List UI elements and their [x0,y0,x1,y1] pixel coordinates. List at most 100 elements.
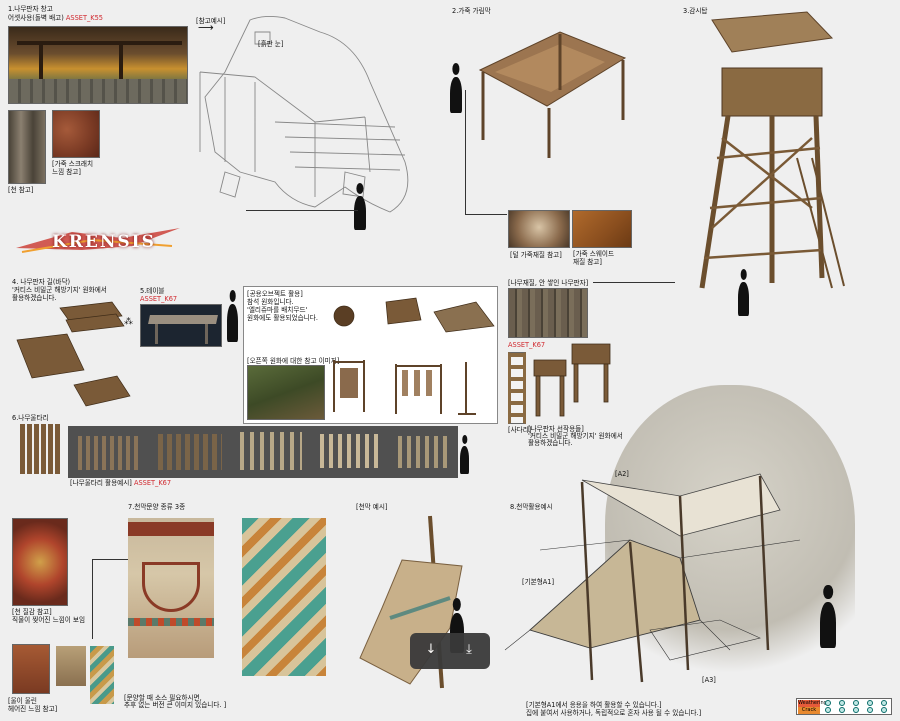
suede-ref-label: [가죽 스웨이드 재질 참고] [573,250,615,266]
wooden-storage-photo [8,26,188,104]
fence-gate-illustration [20,424,60,474]
legend-dot [839,700,845,706]
s5-title: 5.테이블 [140,287,165,295]
plank-asset-code: ASSET_K67 [508,341,546,349]
s1-asset-code: ASSET_K55 [65,14,103,22]
banner-brown [128,518,214,658]
cloth-photo [8,110,46,184]
common-objects-illustration [333,297,495,415]
legend-dot [867,700,873,706]
suede-photo [572,210,632,248]
plank-photo [508,288,588,338]
tent-a3-label: [A3] [702,676,716,684]
bird-icon: ⁂ [124,317,133,327]
connector-line [593,282,675,283]
common-line-2: '엘리쥬마를 배치무드' [247,306,308,314]
person-silhouette-icon [460,446,469,474]
s6-asset-code: ASSET_K67 [133,479,172,487]
s8-title: 8.천막활용예시 [510,503,553,511]
leather-shelter-illustration [478,31,627,158]
download-icon[interactable]: ↓ [425,642,437,657]
lookout-platform-illustration [533,343,611,417]
leather-ref-label: [가죽 스크래치 느낌 참고] [52,160,94,176]
connector-line [246,210,358,211]
watchtower-illustration [699,11,845,289]
common-line-3: 원화에도 활용되었습니다. [247,314,318,322]
common-line-1: 참석 원화입니다. [247,298,294,306]
s1-title: 1.나무판자 창고 [8,5,53,13]
fit-to-screen-icon[interactable]: ⤓ [466,642,472,657]
s1-subtitle-text: 어셋사용(돌벽 배고) [8,14,64,22]
tent-a1-label: [기본형A1] [522,578,555,586]
person-silhouette-icon [450,77,462,113]
carpet-ref-label: [천 질감 참고] [12,608,52,616]
legend-dot [853,707,859,713]
pattern-note-2: 추후 없는 버전 큰 이미지 있습니다. ] [124,701,227,709]
legend-dot [853,700,859,706]
sketch-note: [흙판 눈] [258,40,284,48]
fur-photo [508,210,570,248]
plank-note-3: 활용하겠습니다. [528,439,573,447]
fence-strip [68,426,458,478]
legend-dot [881,700,887,706]
leather-photo [52,110,100,158]
ladder-label: [사다리] [508,426,532,434]
ladder-illustration [508,352,526,424]
legend-dot [881,707,887,713]
person-silhouette-icon [738,282,749,316]
worn-ref-label: [울이 울린 헤어진 느낌 참고] [8,697,58,713]
connector-line [92,559,130,560]
s6-title: 6.나무울타리 [12,414,49,422]
connector-line [92,559,93,639]
small-banner-2 [90,646,114,704]
plank-note-2: '커티스 비밀군 해방기지' 원화에서 [528,432,623,440]
material-legend: Weathering Crack [796,698,892,715]
common-sub: [오픈쪽 원화에 대한 참고 이미지] [247,357,340,365]
legend-crack: Crack [798,707,820,714]
tent-usage-illustration [504,473,801,683]
carpet-note: 직물이 찢어진 느낌이 보임 [12,616,86,624]
s4-desc-2: 활용하겠습니다. [12,294,57,302]
legend-dot [867,707,873,713]
tent-example-label: [천막 예시] [356,503,388,511]
connector-line [465,214,507,215]
common-title: [공용오브젝트 활용] [247,290,303,298]
tent-a2-label: [A2] [615,470,629,478]
plank-note-1: [나무판자 선작용들] [528,425,584,433]
image-viewer-controls: ↓ ⤓ [410,633,490,669]
s4-title: 4. 나무판자 길(바닥) [12,278,71,286]
connector-line [465,90,466,214]
legend-dot [825,707,831,713]
plank-title: [나무재질, 안 쌓인 나무판자] [508,279,589,287]
ref-example-label: [참고예시] [196,17,226,25]
small-banner-1 [56,646,86,686]
logo-text: KRENSIS [52,232,156,252]
s8-note-2: 집에 붙여서 사용하거나, 독립적으로 혼자 사용 될 수 있습니다.] [526,709,702,717]
cloth-ref-label: [천 참고] [8,186,34,194]
table-photo [140,304,222,347]
s2-title: 2.가죽 가림막 [452,7,491,15]
arrow-right-icon: ⟶ [198,21,214,34]
pattern-note-1: [문양할 때 소스 필요하시면, [124,694,202,702]
legend-dot [825,700,831,706]
carpet-photo [12,518,68,606]
s7-title: 7.천막문양 종류 3종 [128,503,186,511]
person-silhouette-icon [820,602,836,648]
drying-rack-photo [247,365,325,420]
common-object-panel: [공용오브젝트 활용] 참석 원화입니다. '엘리쥬마를 배치무드' 원화에도 … [243,286,498,424]
legend-weathering: Weathering [798,700,827,707]
s8-note-1: [기본형A1에서 응용을 하여 활용할 수 있습니다.] [526,701,662,709]
legend-dot [839,707,845,713]
storage-sketch [199,15,409,213]
banner-teal [242,518,326,676]
s4-desc-1: '커티스 비밀군 해방기지' 원화에서 [12,286,107,294]
s3-title: 3.감시탑 [683,7,708,15]
s6-ref-text: [나무울타리 활용예시] [70,479,132,487]
person-silhouette-icon [227,304,238,342]
plank-floor-illustration [16,301,131,407]
s6-ref: [나무울타리 활용예시] ASSET_K67 [70,479,171,487]
fur-ref-label: [털 가죽재질 참고] [510,251,562,259]
s1-subtitle: 어셋사용(돌벽 배고) ASSET_K55 [8,14,103,22]
person-silhouette-icon [354,196,366,230]
s5-asset-code: ASSET_K67 [140,295,178,303]
